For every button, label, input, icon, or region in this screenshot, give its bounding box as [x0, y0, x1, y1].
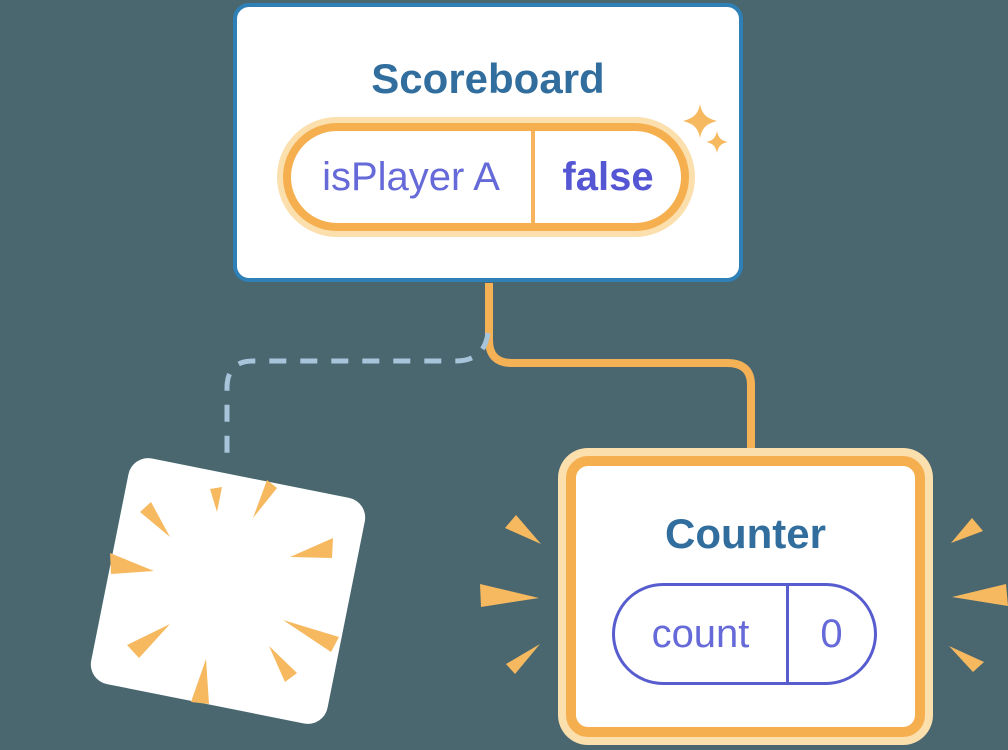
scoreboard-card: Scoreboard isPlayer A false	[233, 3, 743, 282]
explosion-burst-icon	[110, 480, 339, 704]
state-value-cell: 0	[789, 586, 874, 682]
state-key-label: count	[651, 611, 750, 656]
state-key-cell: count	[615, 586, 789, 682]
state-key-label: isPlayer A	[322, 154, 500, 199]
scoreboard-title: Scoreboard	[371, 55, 605, 102]
solid-connector-line	[485, 283, 755, 453]
state-key-cell: isPlayer A	[291, 131, 535, 223]
counter-title: Counter	[665, 510, 826, 557]
scoreboard-state-pill-inner: isPlayer A false	[283, 123, 689, 231]
destroyed-component-card	[90, 458, 366, 724]
scoreboard-state-pill: isPlayer A false	[277, 117, 695, 237]
state-value-cell: false	[535, 131, 681, 223]
state-value-label: false	[562, 154, 654, 199]
counter-card: Counter count 0	[558, 448, 933, 745]
counter-state-pill: count 0	[612, 583, 877, 685]
counter-card-inner: Counter count 0	[566, 456, 925, 737]
dashed-connector-line	[224, 332, 491, 464]
state-value-label: 0	[820, 611, 843, 656]
